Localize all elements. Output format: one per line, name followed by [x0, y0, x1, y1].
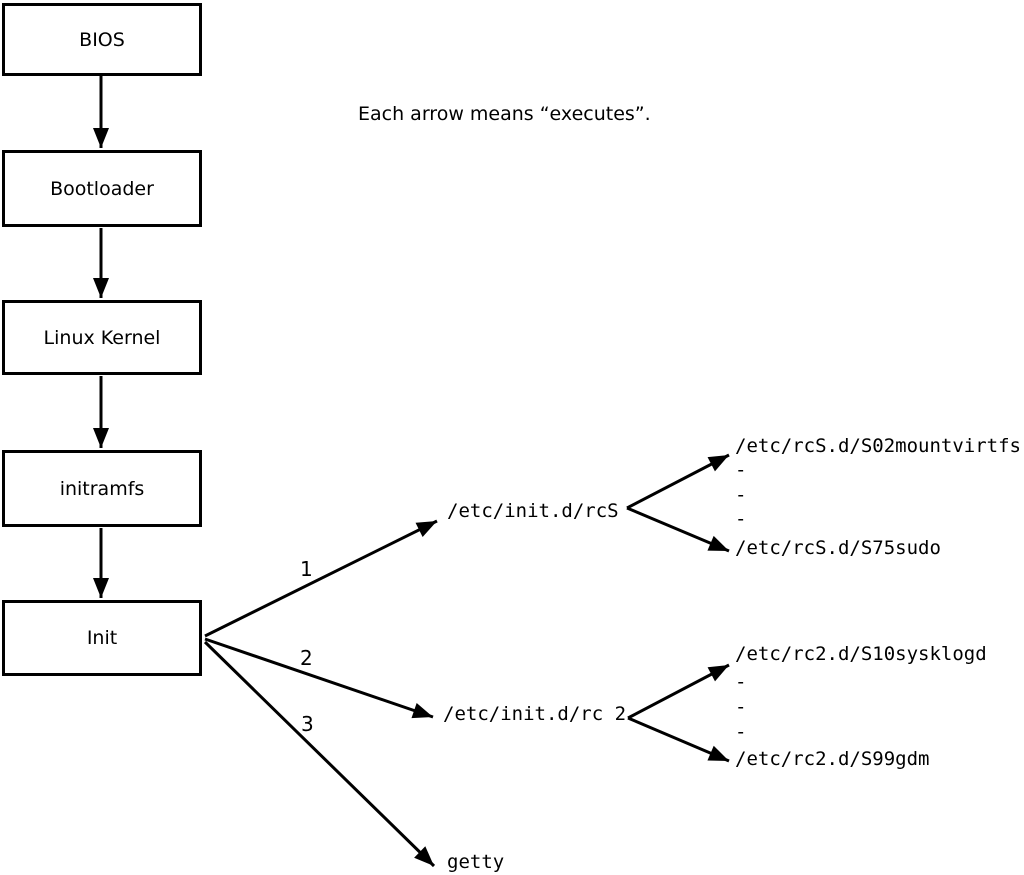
rcs-ellipsis-dash: -	[735, 459, 747, 481]
branch-2-target-path: /etc/init.d/rc 2	[443, 703, 627, 725]
box-linux-kernel-label: Linux Kernel	[43, 326, 161, 349]
box-initramfs-label: initramfs	[59, 477, 145, 500]
arrow-rc2-to-last-script	[627, 716, 730, 763]
box-bios-label: BIOS	[79, 28, 125, 51]
annotation-text: Each arrow means “executes”.	[358, 103, 651, 125]
box-init-label: Init	[86, 627, 118, 649]
box-bios: BIOS	[2, 3, 202, 76]
rcs-first-script-path: /etc/rcS.d/S02mountvirtfs	[735, 435, 1021, 457]
branch-1-number: 1	[300, 557, 313, 581]
branch-3-target-path: getty	[447, 851, 505, 873]
arrow-init-to-rc2	[204, 637, 434, 719]
box-initramfs: initramfs	[2, 450, 202, 527]
arrow-init-to-getty	[203, 640, 436, 868]
rc2-first-script-path: /etc/rc2.d/S10sysklogd	[735, 643, 987, 665]
branch-3-number: 3	[301, 712, 314, 736]
arrow-rcs-to-first-script	[626, 453, 730, 510]
rc2-last-script-path: /etc/rc2.d/S99gdm	[735, 748, 930, 770]
branch-2-number: 2	[300, 646, 313, 670]
arrow-rc2-to-first-script	[627, 663, 730, 720]
rc2-ellipsis-dash: -	[735, 696, 747, 718]
rcs-ellipsis-dash: -	[735, 484, 747, 506]
arrow-rcs-to-last-script	[626, 506, 730, 553]
box-linux-kernel: Linux Kernel	[2, 300, 202, 375]
rc2-ellipsis-dash: -	[735, 671, 747, 693]
box-init: Init	[2, 600, 202, 676]
arrow-init-to-rcs	[204, 519, 438, 638]
branch-1-target-path: /etc/init.d/rcS	[447, 500, 619, 522]
box-bootloader: Bootloader	[2, 150, 202, 227]
rcs-last-script-path: /etc/rcS.d/S75sudo	[735, 537, 941, 559]
rcs-ellipsis-dash: -	[735, 508, 747, 530]
box-bootloader-label: Bootloader	[50, 177, 154, 200]
rc2-ellipsis-dash: -	[735, 721, 747, 743]
